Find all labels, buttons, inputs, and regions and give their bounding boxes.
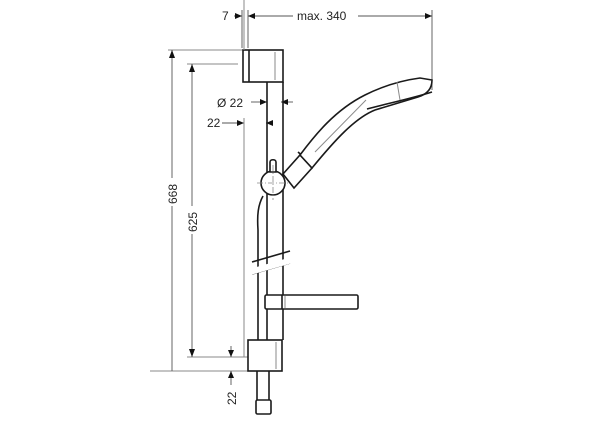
arrow-icon — [266, 120, 273, 126]
arrow-icon — [228, 371, 234, 378]
arrow-icon — [248, 13, 255, 19]
arrow-icon — [189, 64, 195, 72]
soap-dish — [264, 294, 359, 310]
arrow-icon — [281, 99, 288, 105]
total-height-label: 668 — [166, 184, 180, 204]
arrow-icon — [228, 350, 234, 357]
shower-hose — [256, 195, 264, 340]
max-reach-label: max. 340 — [297, 9, 347, 23]
left-dimension-group: 668 625 — [150, 49, 248, 372]
top-dimension-group: 7 max. 340 — [222, 9, 433, 90]
bottom-dimension-group: 22 — [225, 346, 239, 405]
bottom-offset-label: 22 — [225, 391, 239, 405]
diameter-dimension-group: Ø 22 22 — [207, 96, 293, 357]
bottom-wall-bracket — [247, 339, 283, 372]
hose-connector — [255, 399, 272, 415]
shower-rail — [242, 0, 359, 415]
arrow-icon — [260, 99, 267, 105]
hand-shower-assembly — [257, 77, 433, 200]
arrow-icon — [425, 13, 432, 19]
arrow-icon — [169, 50, 175, 58]
arrow-icon — [189, 349, 195, 357]
mount-spacing-label: 625 — [186, 212, 200, 232]
rail-diameter-label: Ø 22 — [217, 96, 243, 110]
arrow-icon — [237, 120, 244, 126]
hand-shower-handle — [298, 77, 433, 170]
rail-width-label: 22 — [207, 116, 221, 130]
wall-offset-label: 7 — [222, 9, 229, 23]
arrow-icon — [235, 13, 242, 19]
